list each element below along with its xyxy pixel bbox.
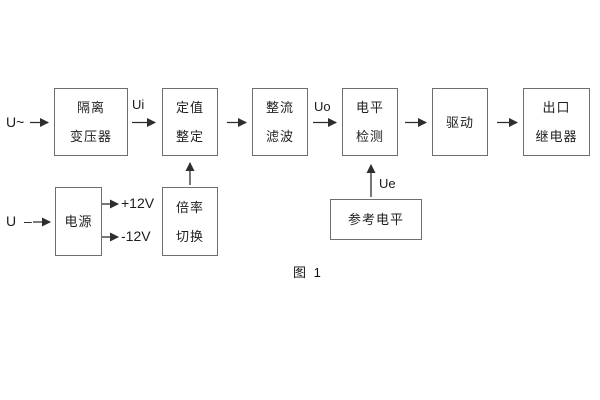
block-label: 整流: [265, 100, 294, 115]
block-label: 出口: [542, 100, 571, 115]
block-label: 电源: [64, 214, 93, 229]
block-label: 隔离: [76, 100, 105, 115]
block-reference-level: 参考电平: [330, 199, 422, 240]
label-rail-neg-12v: -12V: [121, 228, 151, 244]
block-drive: 驱动: [432, 88, 488, 156]
block-label: 变压器: [69, 129, 112, 144]
block-label: 驱动: [445, 114, 474, 130]
block-label: 定值: [175, 100, 204, 115]
block-label: 整定: [175, 129, 204, 144]
block-rectify-filter: 整流 滤波: [252, 88, 308, 156]
label-signal-ue: Ue: [379, 176, 396, 191]
label-rail-pos-12v: +12V: [121, 195, 155, 211]
block-output-relay: 出口 继电器: [523, 88, 590, 156]
block-label: 检测: [355, 129, 384, 144]
block-isolation-transformer: 隔离 变压器: [54, 88, 128, 156]
label-signal-ui: Ui: [132, 97, 145, 112]
block-label: 倍率: [175, 199, 204, 215]
block-value-setting: 定值 整定: [162, 88, 218, 156]
block-power-supply: 电源: [55, 187, 102, 256]
block-label: 切换: [175, 228, 204, 244]
block-ratio-switch: 倍率 切换: [162, 187, 218, 256]
block-label: 滤波: [265, 129, 294, 144]
label-dc-input: U –: [6, 213, 34, 229]
figure-caption: 图 1: [293, 265, 323, 280]
label-ac-input: U~: [6, 114, 25, 130]
block-label: 电平: [355, 100, 384, 115]
label-signal-uo: Uo: [314, 99, 331, 114]
block-label: 参考电平: [347, 212, 404, 227]
block-level-detect: 电平 检测: [342, 88, 398, 156]
block-label: 继电器: [535, 129, 578, 144]
